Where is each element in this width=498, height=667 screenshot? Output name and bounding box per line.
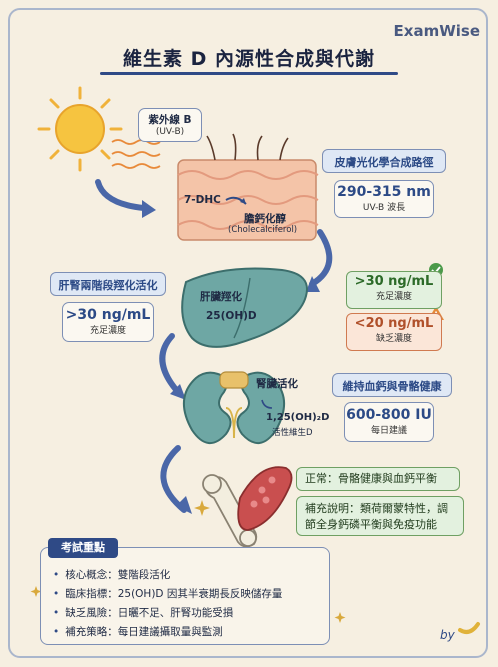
banana-icon: [458, 622, 480, 634]
page-frame: [8, 8, 488, 658]
exam-points-list: 核心概念：雙階段活化 臨床指標：25(OH)D 因其半衰期長反映儲存量 缺乏風險…: [53, 566, 282, 642]
liver-threshold-value: >30 ng/mL: [65, 307, 151, 323]
dose-sub: 每日建議: [370, 426, 407, 436]
sun-icon: [37, 86, 123, 172]
exam-points-box: 核心概念：雙階段活化 臨床指標：25(OH)D 因其半衰期長反映儲存量 缺乏風險…: [40, 547, 330, 645]
liver-icon: [181, 267, 308, 348]
uv-rays-icon: [111, 139, 161, 169]
product-sub-label: (Cholecalciferol): [228, 225, 298, 235]
wavelength-box: 290-315 nm UV-B 波長: [334, 180, 434, 218]
wavelength-sub: UV-B 波長: [362, 203, 406, 213]
uvb-label: 紫外線 B (UV-B): [138, 108, 202, 142]
blood-vessel-icon: [237, 466, 293, 531]
deficient-status-box: <20 ng/mL 缺乏濃度: [346, 313, 442, 351]
sufficient-value: >30 ng/mL: [354, 274, 434, 289]
exam-points-heading: 考試重點: [48, 538, 118, 558]
deficient-label: 缺乏濃度: [375, 334, 412, 344]
conversion-arrow-head: [240, 198, 246, 204]
kidney-product: 1,25(OH)₂D: [266, 412, 330, 423]
liver-threshold-box: >30 ng/mL 充足濃度: [62, 302, 154, 342]
exam-point: 缺乏風險：日曬不足、肝腎功能受損: [53, 604, 282, 623]
skin-section-label: 皮膚光化學合成路徑: [322, 149, 446, 173]
liver-product: 25(OH)D: [206, 310, 257, 322]
dose-value: 600-800 IU: [346, 407, 432, 423]
uvb-label-sub: (UV-B): [155, 127, 185, 137]
maintain-section-label: 維持血鈣與骨骼健康: [332, 373, 452, 397]
precursor-label: 7-DHC: [184, 194, 221, 206]
sufficient-label: 充足濃度: [375, 292, 412, 302]
kidney-icon: [183, 371, 285, 444]
supplement-note: 補充說明：類荷爾蒙特性，調節全身鈣磷平衡與免疫功能: [296, 496, 464, 536]
exam-point: 核心概念：雙階段活化: [53, 566, 282, 585]
sufficient-status-box: >30 ng/mL 充足濃度: [346, 271, 442, 309]
normal-note: 正常：骨骼健康與血鈣平衡: [296, 467, 460, 491]
signature: by: [440, 628, 455, 642]
flow-arrows: [95, 179, 333, 513]
liver-label: 肝臟羥化: [200, 291, 242, 303]
uvb-label-text: 紫外線 B: [148, 114, 192, 126]
liver-kidney-section-label: 肝腎兩階段羥化活化: [50, 272, 166, 296]
deficient-value: <20 ng/mL: [354, 316, 434, 331]
brand-logo: ExamWise: [393, 22, 480, 40]
kidney-product-sub: 活性維生D: [272, 428, 313, 438]
kidney-label: 腎臟活化: [256, 378, 298, 390]
flow-arrow-heads: [142, 200, 320, 514]
title-underline: [100, 72, 398, 75]
wavelength-value: 290-315 nm: [337, 184, 431, 200]
skin-layer-icon: [177, 133, 319, 241]
exam-point: 臨床指標：25(OH)D 因其半衰期長反映儲存量: [53, 585, 282, 604]
page-title: 維生素 D 內源性合成與代謝: [122, 48, 375, 70]
dose-box: 600-800 IU 每日建議: [344, 402, 434, 442]
liver-threshold-sub: 充足濃度: [89, 326, 126, 336]
kidney-arrow: [261, 399, 273, 409]
exam-point: 補充策略：每日建議攝取量與監測: [53, 623, 282, 642]
product-label: 膽鈣化醇: [244, 213, 286, 225]
